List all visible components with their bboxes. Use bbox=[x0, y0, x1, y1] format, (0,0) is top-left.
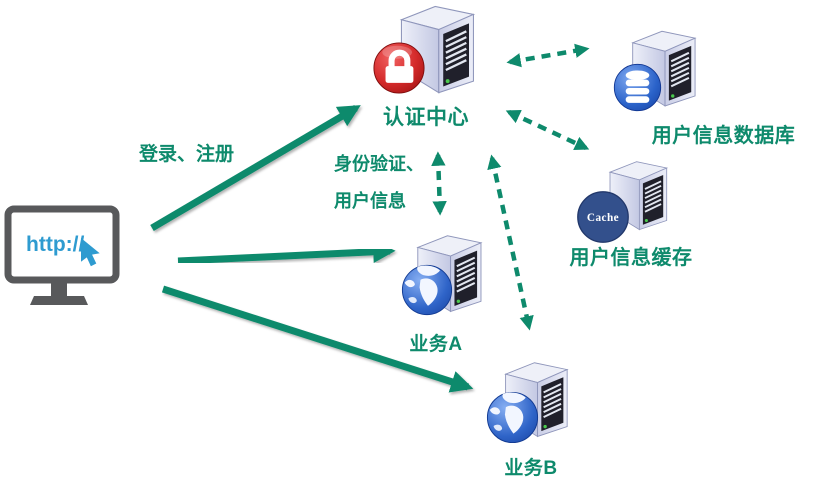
edge-auth-to-user-db bbox=[506, 43, 590, 68]
service-b-label: 业务B bbox=[504, 458, 558, 479]
node-service-b bbox=[482, 350, 592, 450]
globe-badge-b bbox=[486, 391, 539, 444]
cache-badge bbox=[577, 191, 629, 243]
verify-info-line1: 身份验证、 bbox=[334, 154, 424, 174]
cursor-icon bbox=[81, 238, 100, 267]
edge-client-to-service-a bbox=[177, 240, 396, 265]
node-auth-center bbox=[366, 2, 486, 100]
node-user-db bbox=[600, 24, 715, 116]
auth-center-label: 认证中心 bbox=[383, 106, 469, 129]
node-user-cache bbox=[572, 150, 687, 245]
http-url-text: http:// bbox=[26, 233, 84, 256]
computer-monitor-icon: http:// bbox=[4, 205, 120, 305]
service-a-label: 业务A bbox=[409, 334, 463, 355]
edge-auth-to-service-a bbox=[431, 151, 447, 216]
node-service-a bbox=[396, 226, 506, 322]
user-cache-label: 用户信息缓存 bbox=[569, 247, 693, 269]
login-register-label: 登录、注册 bbox=[139, 144, 235, 165]
lock-badge bbox=[374, 43, 424, 93]
edge-client-to-auth bbox=[150, 104, 361, 232]
database-badge bbox=[613, 63, 662, 112]
edge-auth-to-user-cache bbox=[505, 109, 590, 151]
globe-badge-a bbox=[401, 264, 453, 316]
node-client: http:// bbox=[2, 204, 122, 308]
verify-info-line2: 用户信息 bbox=[334, 191, 406, 211]
user-db-label: 用户信息数据库 bbox=[651, 125, 796, 147]
